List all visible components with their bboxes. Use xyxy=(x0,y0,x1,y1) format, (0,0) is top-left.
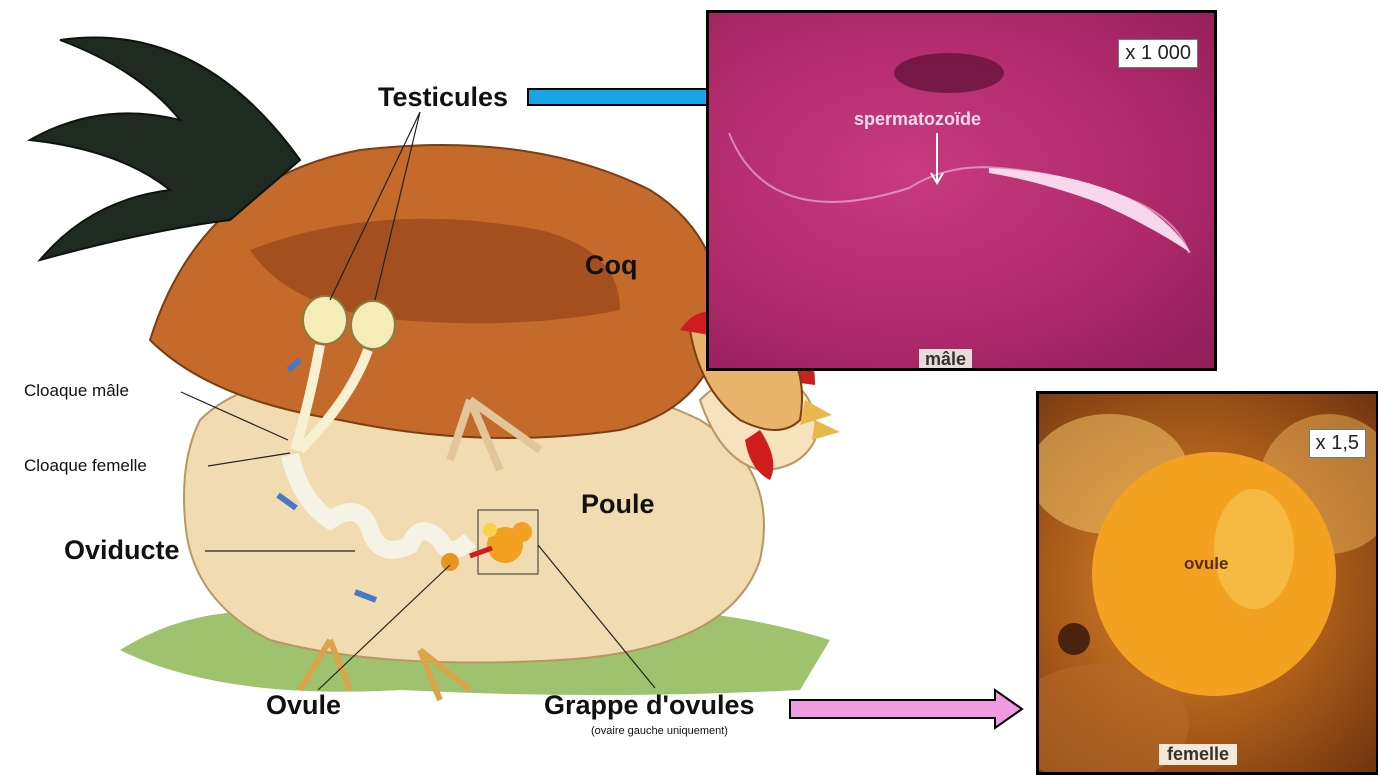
label-oviducte: Oviducte xyxy=(64,535,180,566)
ovule-photo-panel: x 1,5 ovule femelle xyxy=(1036,391,1378,775)
ovule-panel-label: ovule xyxy=(1184,554,1228,574)
ovule-shape xyxy=(1092,452,1336,696)
ovule-dot xyxy=(441,553,459,571)
label-grappe-note: (ovaire gauche uniquement) xyxy=(591,725,728,737)
label-ovule: Ovule xyxy=(266,690,341,721)
label-cloaque-male: Cloaque mâle xyxy=(24,381,129,401)
label-testicules: Testicules xyxy=(378,82,508,113)
sperm-tail xyxy=(729,133,1189,253)
label-grappe: Grappe d'ovules xyxy=(544,690,754,721)
testicle-right xyxy=(351,301,395,349)
arrow-to-female-panel xyxy=(790,690,1022,728)
female-sex-label: femelle xyxy=(1159,744,1237,765)
testicle-left xyxy=(303,296,347,344)
male-sex-label: mâle xyxy=(919,349,972,370)
sperm-head xyxy=(989,168,1191,253)
male-magnification: x 1 000 xyxy=(1118,39,1198,68)
label-cloaque-femelle: Cloaque femelle xyxy=(24,456,147,476)
label-poule: Poule xyxy=(581,489,655,520)
label-coq: Coq xyxy=(585,250,637,281)
hen-beak xyxy=(812,420,840,440)
sperm-photo-panel: x 1 000 spermatozoïde mâle xyxy=(706,10,1217,371)
female-magnification: x 1,5 xyxy=(1309,429,1366,458)
spermatozoide-label: spermatozoïde xyxy=(854,109,981,130)
